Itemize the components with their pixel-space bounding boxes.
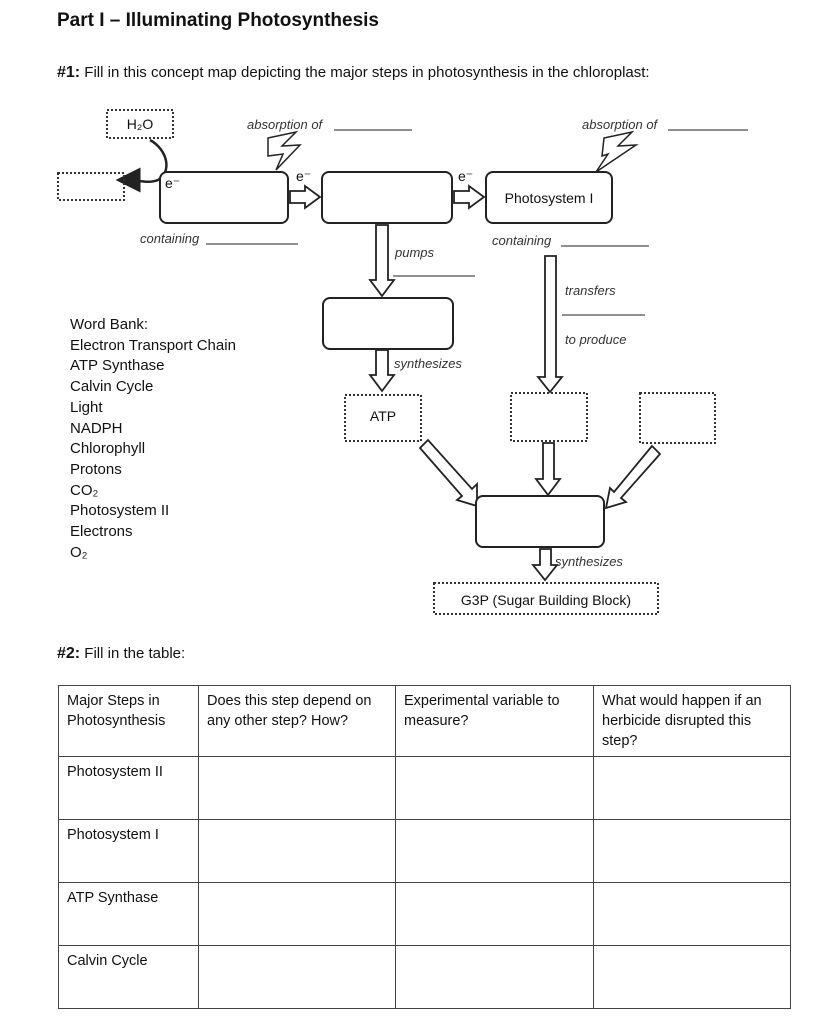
absorption-label-left: absorption of — [247, 117, 324, 132]
answer-cell[interactable] — [395, 882, 594, 946]
column-header: Experimental variable to measure? — [395, 685, 594, 757]
transfers-label: transfers — [565, 283, 616, 298]
h2o-box — [106, 109, 174, 139]
answer-cell[interactable] — [395, 756, 594, 820]
question-1-text: Fill in this concept map depicting the m… — [84, 64, 650, 81]
atp-box — [344, 394, 422, 442]
word-bank-item: Photosystem II — [70, 502, 170, 520]
containing-label-right: containing — [492, 233, 552, 248]
answer-cell[interactable] — [593, 819, 791, 883]
blank-box-photosystem-ii — [159, 171, 289, 224]
answer-cell[interactable] — [198, 882, 396, 946]
row-label: Calvin Cycle — [58, 945, 199, 1009]
word-bank: Word Bank: Electron Transport Chain ATP … — [70, 315, 236, 563]
answer-cell[interactable] — [593, 945, 791, 1009]
question-1-number: #1: — [57, 64, 81, 81]
blank-box-o2 — [57, 172, 125, 201]
to-produce-label: to produce — [565, 332, 626, 347]
answer-cell[interactable] — [593, 756, 791, 820]
word-bank-item: Light — [70, 398, 103, 416]
page-title: Part I – Illuminating Photosynthesis — [57, 10, 379, 31]
table-row: Calvin Cycle — [58, 945, 791, 1009]
electron-arrow-2 — [453, 184, 486, 210]
word-bank-item: NADPH — [70, 419, 123, 437]
blank-box-atp-synthase — [322, 297, 454, 350]
column-header: Major Steps in Photosynthesis — [58, 685, 199, 757]
table-row: ATP Synthase — [58, 882, 791, 946]
table-header-row: Major Steps in Photosynthesis Does this … — [58, 685, 791, 757]
blank-box-nadph — [510, 392, 588, 442]
absorption-label-right: absorption of — [582, 117, 659, 132]
atp-to-calvin-arrow — [418, 438, 478, 508]
word-bank-item: O₂ — [70, 543, 88, 561]
pumps-arrow — [368, 224, 396, 298]
electron-label-3: e⁻ — [458, 168, 473, 184]
word-bank-item: Protons — [70, 460, 122, 478]
synthesizes-label-1: synthesizes — [394, 356, 462, 371]
question-2: #2: Fill in the table: — [57, 645, 185, 663]
table-row: Photosystem II — [58, 756, 791, 820]
blank-box-calvin-cycle — [475, 495, 605, 548]
question-1: #1: Fill in this concept map depicting t… — [57, 64, 650, 82]
photosystem-i-label: Photosystem I — [505, 190, 594, 206]
answer-cell[interactable] — [198, 945, 396, 1009]
blank-box-co2 — [639, 392, 716, 444]
word-bank-item: ATP Synthase — [70, 357, 165, 375]
photosystem-i-box — [485, 171, 613, 224]
electron-label-1: e⁻ — [165, 175, 180, 191]
row-label: Photosystem I — [58, 819, 199, 883]
steps-table: Major Steps in Photosynthesis Does this … — [58, 685, 791, 1009]
g3p-label: G3P (Sugar Building Block) — [461, 592, 631, 608]
answer-cell[interactable] — [395, 945, 594, 1009]
answer-cell[interactable] — [395, 819, 594, 883]
containing-label-left: containing — [140, 231, 200, 246]
word-bank-heading: Word Bank: — [70, 316, 149, 333]
answer-cell[interactable] — [198, 756, 396, 820]
question-2-text: Fill in the table: — [84, 645, 186, 662]
h2o-label: H₂O — [127, 116, 154, 132]
g3p-box — [433, 582, 659, 615]
question-2-number: #2: — [57, 645, 81, 662]
blank-box-electron-transport-chain — [321, 171, 453, 224]
nadph-to-calvin-arrow — [534, 442, 562, 497]
word-bank-item: CO₂ — [70, 481, 99, 499]
word-bank-item: Electrons — [70, 523, 133, 541]
word-bank-item: Calvin Cycle — [70, 378, 154, 396]
row-label: ATP Synthase — [58, 882, 199, 946]
synthesizes-arrow-2 — [531, 548, 559, 582]
lightning-icon-right — [595, 130, 639, 173]
word-bank-item: Electron Transport Chain — [70, 336, 236, 354]
co2-to-calvin-arrow — [604, 444, 662, 510]
word-bank-item: Chlorophyll — [70, 440, 146, 458]
lightning-icon — [267, 130, 302, 171]
table-row: Photosystem I — [58, 819, 791, 883]
answer-cell[interactable] — [593, 882, 791, 946]
split-arrow — [115, 138, 168, 193]
electron-label-2: e⁻ — [296, 168, 311, 184]
column-header: What would happen if an herbicide disrup… — [593, 685, 791, 757]
atp-label: ATP — [370, 408, 396, 424]
answer-cell[interactable] — [198, 819, 396, 883]
concept-map: H₂O e⁻ absorption of e⁻ e⁻ Photosystem I… — [57, 109, 748, 615]
transfers-arrow — [536, 255, 564, 394]
electron-arrow-1 — [289, 184, 322, 210]
synthesizes-label-2: synthesizes — [555, 554, 623, 569]
synthesizes-arrow-1 — [368, 349, 396, 393]
column-header: Does this step depend on any other step?… — [198, 685, 396, 757]
row-label: Photosystem II — [58, 756, 199, 820]
pumps-label: pumps — [394, 245, 435, 260]
